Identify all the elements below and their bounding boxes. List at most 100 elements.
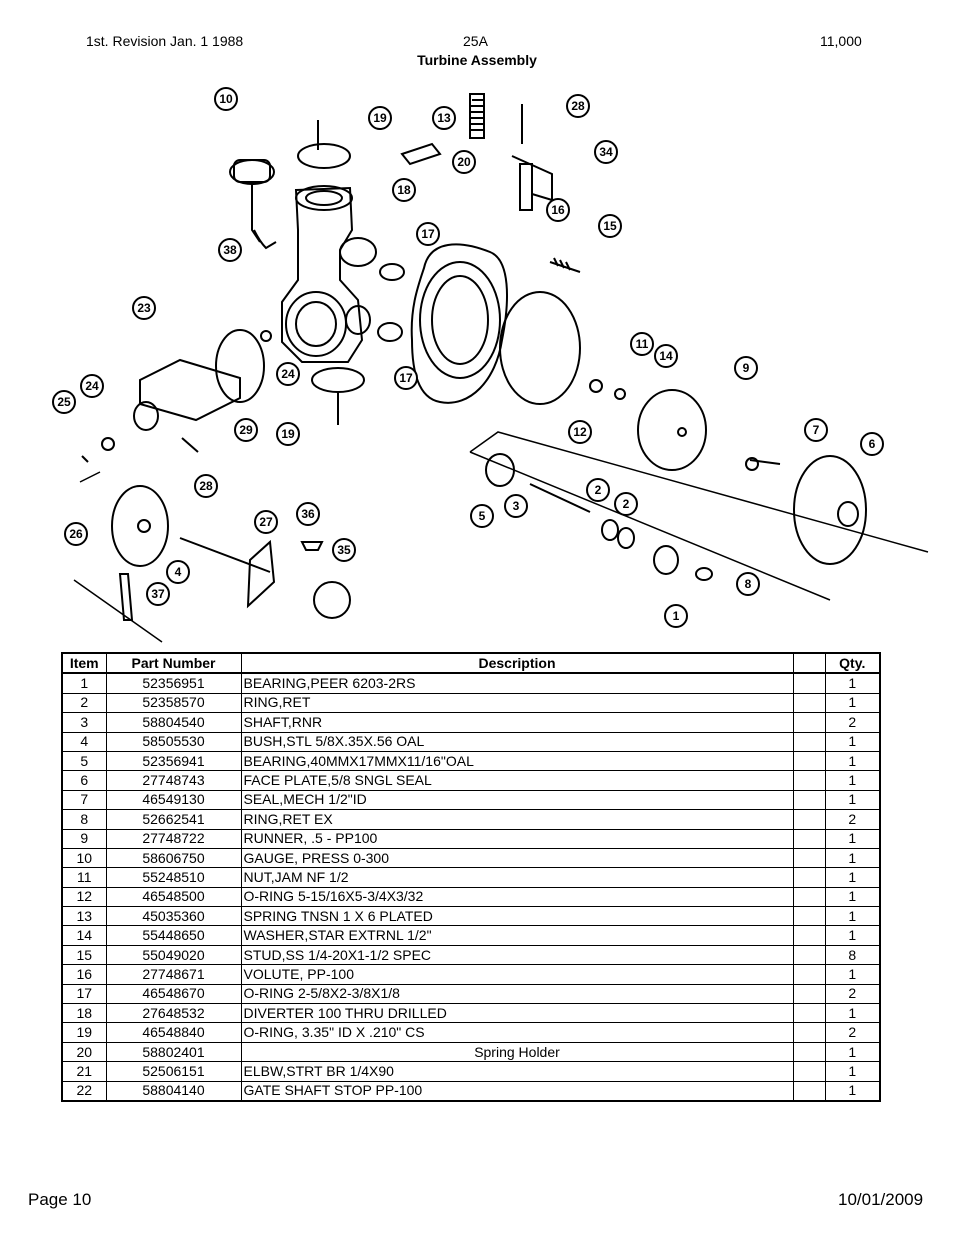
callout-6: 6 xyxy=(860,432,884,456)
svg-text:2: 2 xyxy=(623,497,630,511)
page-title: Turbine Assembly xyxy=(417,52,537,68)
callout-15: 15 xyxy=(598,214,622,238)
callout-4: 4 xyxy=(166,560,190,584)
o-ring-part xyxy=(377,322,403,342)
svg-text:28: 28 xyxy=(571,99,585,113)
part-number-cell: 55448650 xyxy=(105,925,242,946)
qty-cell: 1 xyxy=(824,925,881,946)
blank-cell xyxy=(792,750,826,772)
part-number-cell: 27748722 xyxy=(105,828,242,849)
blank-cell xyxy=(792,809,826,830)
callout-17: 17 xyxy=(416,222,440,246)
qty-cell: 1 xyxy=(824,1041,881,1063)
description-cell: STUD,SS 1/4-20X1-1/2 SPEC xyxy=(240,944,794,966)
callout-34: 34 xyxy=(594,140,618,164)
qty-cell: 1 xyxy=(824,886,881,908)
item-cell: 10 xyxy=(61,847,107,869)
svg-text:7: 7 xyxy=(813,423,820,437)
blank-cell xyxy=(792,770,826,791)
blank-cell xyxy=(792,1022,826,1043)
o-ring-part xyxy=(379,263,405,281)
part-number-cell: 46549130 xyxy=(105,789,242,811)
revision-text: 1st. Revision Jan. 1 1988 xyxy=(86,33,244,49)
qty-cell: 2 xyxy=(824,712,881,733)
description-cell: BEARING,PEER 6203-2RS xyxy=(240,672,794,694)
callout-36: 36 xyxy=(296,502,320,526)
callout-7: 7 xyxy=(804,418,828,442)
part-number-cell: 46548500 xyxy=(105,886,242,908)
description-cell: GAUGE, PRESS 0-300 xyxy=(240,847,794,869)
qty-cell: 1 xyxy=(824,1003,881,1024)
callout-2: 2 xyxy=(586,478,610,502)
qty-cell: 1 xyxy=(824,1061,881,1082)
blank-cell xyxy=(792,886,826,908)
callout-1: 1 xyxy=(664,604,688,628)
svg-text:16: 16 xyxy=(551,203,565,217)
callout-25: 25 xyxy=(52,390,76,414)
blank-cell xyxy=(792,1080,826,1102)
header-part-number: Part Number xyxy=(105,652,242,675)
footer-date: 10/01/2009 xyxy=(838,1190,924,1209)
item-cell: 9 xyxy=(61,828,107,849)
qty-cell: 1 xyxy=(824,692,881,714)
qty-cell: 1 xyxy=(824,906,881,927)
qty-cell: 2 xyxy=(824,809,881,830)
blank-cell xyxy=(792,789,826,811)
blank-cell xyxy=(792,672,826,694)
svg-text:11: 11 xyxy=(636,337,649,351)
description-cell: SPRING TNSN 1 X 6 PLATED xyxy=(240,906,794,927)
svg-text:29: 29 xyxy=(239,423,253,437)
description-cell: O-RING 2-5/8X2-3/8X1/8 xyxy=(240,983,794,1005)
qty-cell: 1 xyxy=(824,867,881,888)
callout-19b: 19 xyxy=(276,422,300,446)
qty-cell: 2 xyxy=(824,1022,881,1043)
description-cell: VOLUTE, PP-100 xyxy=(240,964,794,985)
part-number-cell: 58804540 xyxy=(105,712,242,733)
svg-text:13: 13 xyxy=(437,111,451,125)
o-ring-part xyxy=(215,329,265,403)
callout-28b: 28 xyxy=(194,474,218,498)
description-cell: Spring Holder xyxy=(240,1041,794,1063)
callout-9: 9 xyxy=(734,356,758,380)
description-cell: O-RING 5-15/16X5-3/4X3/32 xyxy=(240,886,794,908)
svg-text:38: 38 xyxy=(223,243,237,257)
item-cell: 6 xyxy=(61,770,107,791)
item-cell: 12 xyxy=(61,886,107,908)
svg-text:9: 9 xyxy=(743,361,750,375)
face-plate xyxy=(793,455,867,565)
diverter-body xyxy=(281,186,364,363)
svg-text:24: 24 xyxy=(281,367,295,381)
part-number-cell: 27648532 xyxy=(105,1003,242,1024)
svg-text:10: 10 xyxy=(219,92,233,106)
part-number-cell: 46548840 xyxy=(105,1022,242,1043)
o-ring-part xyxy=(297,143,351,169)
item-cell: 21 xyxy=(61,1061,107,1082)
qty-cell: 1 xyxy=(824,789,881,811)
svg-text:17: 17 xyxy=(399,371,413,385)
part-number-cell: 27748743 xyxy=(105,770,242,791)
callout-29: 29 xyxy=(234,418,258,442)
svg-text:18: 18 xyxy=(397,183,411,197)
qty-cell: 1 xyxy=(824,828,881,849)
callout-13: 13 xyxy=(432,106,456,130)
svg-text:28: 28 xyxy=(199,479,213,493)
shaft-part xyxy=(529,483,591,513)
callout-10: 10 xyxy=(214,87,238,111)
gate-disc xyxy=(111,485,169,567)
svg-text:26: 26 xyxy=(69,527,83,541)
svg-text:36: 36 xyxy=(301,507,315,521)
blank-cell xyxy=(792,847,826,869)
stud-part xyxy=(549,261,581,273)
gate-shaft xyxy=(179,537,271,573)
callout-3: 3 xyxy=(504,494,528,518)
